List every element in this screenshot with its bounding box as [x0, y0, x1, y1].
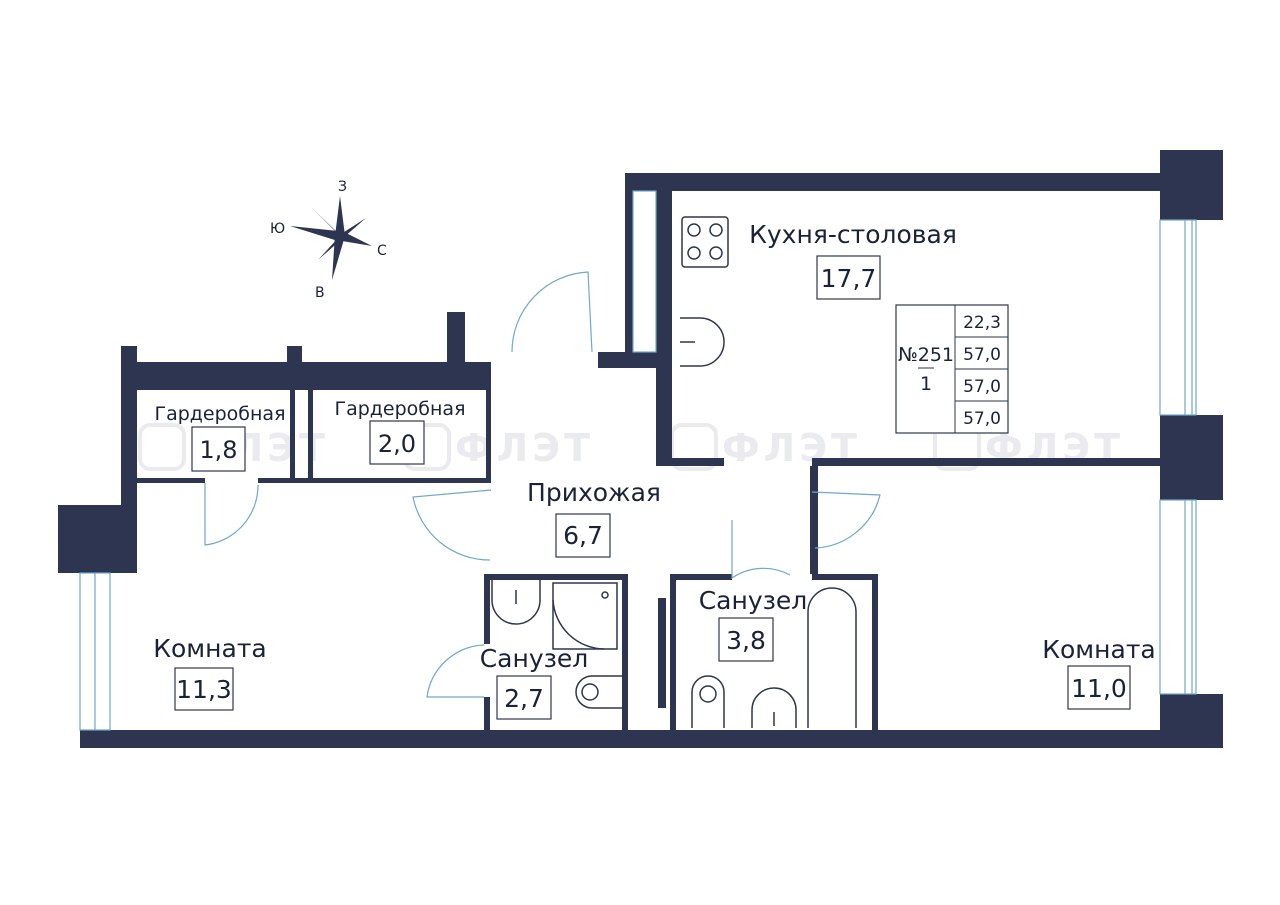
sink-icon	[751, 687, 797, 728]
room-name: Гардеробная	[154, 403, 285, 425]
apartment-info: №251 1 22,3 57,0 57,0 57,0	[895, 304, 1009, 434]
compass-south-label: В	[315, 285, 325, 301]
room-name: Кухня-столовая	[749, 220, 957, 249]
room-name: Комната	[153, 634, 266, 663]
room-area: 11,0	[1071, 674, 1127, 703]
room-hallway: Прихожая 6,7	[527, 478, 661, 558]
apartment-number: №251	[898, 344, 954, 366]
doors	[204, 271, 881, 698]
toilet-icon	[691, 675, 725, 728]
room-kitchen: Кухня-столовая 17,7	[749, 220, 957, 300]
room-bathroom-small: Санузел 2,7	[480, 644, 589, 720]
fixtures	[491, 216, 857, 728]
toilet-icon	[575, 675, 622, 709]
room-left: Комната 11,3	[153, 634, 267, 711]
room-area: 3,8	[726, 626, 766, 655]
apartment-value: 57,0	[963, 345, 1001, 365]
compass-icon: З В С Ю	[270, 179, 387, 301]
windows	[79, 190, 1197, 731]
room-name: Комната	[1042, 635, 1155, 664]
room-right: Комната 11,0	[1042, 635, 1156, 710]
bathtub-icon	[807, 587, 857, 728]
room-wardrobe-1: Гардеробная 1,8	[154, 403, 286, 472]
room-name: Санузел	[480, 644, 589, 673]
compass-north-label: З	[338, 179, 347, 195]
room-bathroom-large: Санузел 3,8	[699, 586, 808, 662]
room-area: 2,0	[378, 430, 416, 458]
watermark: ФЛЭТ	[403, 423, 594, 471]
apartment-value: 22,3	[963, 313, 1001, 333]
watermark-text: ФЛЭТ	[455, 426, 594, 470]
stove-icon	[681, 216, 729, 268]
apartment-room-count: 1	[920, 373, 932, 395]
room-area: 6,7	[563, 521, 603, 550]
room-name: Гардеробная	[334, 398, 465, 420]
walls	[58, 150, 1223, 748]
sink-icon	[680, 317, 725, 367]
room-area: 17,7	[821, 264, 877, 293]
room-name: Прихожая	[527, 478, 661, 507]
room-wardrobe-2: Гардеробная 2,0	[334, 398, 466, 465]
compass-east-label: С	[377, 243, 387, 259]
room-name: Санузел	[699, 586, 808, 615]
sink-icon	[491, 580, 541, 625]
room-area: 11,3	[176, 675, 232, 704]
room-area: 1,8	[199, 436, 237, 464]
compass-west-label: Ю	[270, 221, 285, 237]
shower-icon	[552, 582, 618, 650]
apartment-value: 57,0	[963, 409, 1001, 429]
apartment-value: 57,0	[963, 377, 1001, 397]
room-area: 2,7	[504, 684, 544, 713]
